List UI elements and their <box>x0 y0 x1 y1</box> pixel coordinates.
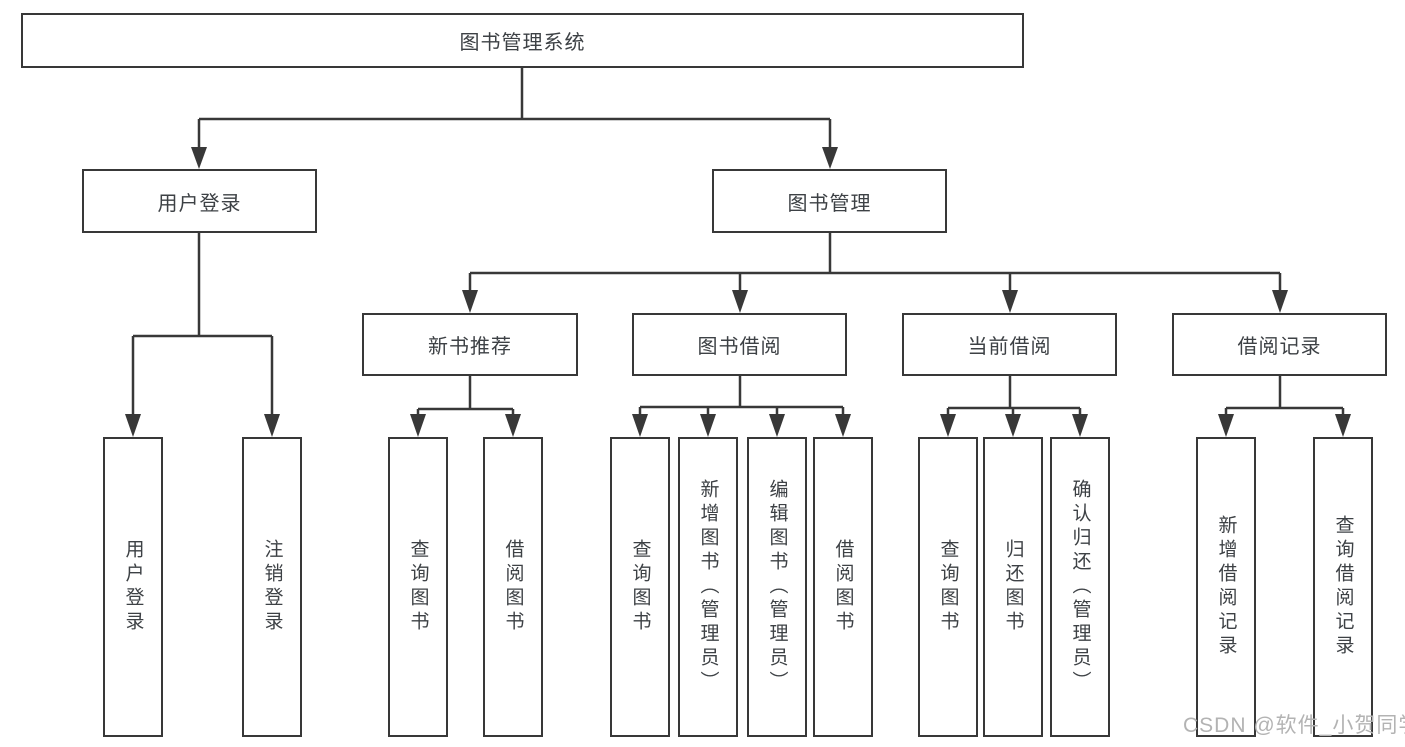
leaf-return-books: 归还图书 <box>983 437 1043 737</box>
node-label: 查询图书 <box>937 539 959 635</box>
node-label: 归还图书 <box>1002 539 1024 635</box>
node-label: 新书推荐 <box>428 336 512 358</box>
node-user-login-group: 用户登录 <box>82 169 317 233</box>
node-label: 查询图书 <box>407 539 429 635</box>
node-label: 图书管理 <box>787 192 872 215</box>
node-label: 新增借阅记录 <box>1215 515 1237 659</box>
node-label: 图书借阅 <box>697 336 782 358</box>
node-label: 借阅图书 <box>502 539 524 635</box>
node-current-borrowing: 当前借阅 <box>902 313 1117 376</box>
leaf-add-books-admin: 新增图书（管理员） <box>678 437 738 737</box>
node-borrowing-records: 借阅记录 <box>1172 313 1387 376</box>
node-label: 注销登录 <box>261 539 283 635</box>
node-label: 新增图书（管理员） <box>697 479 719 695</box>
leaf-query-borrow-record: 查询借阅记录 <box>1313 437 1373 737</box>
leaf-edit-books-admin: 编辑图书（管理员） <box>747 437 807 737</box>
node-library-management-system: 图书管理系统 <box>21 13 1024 68</box>
arrowheads <box>125 147 1351 437</box>
leaf-query-books-3: 查询图书 <box>918 437 978 737</box>
node-label: 图书管理系统 <box>459 32 586 54</box>
node-new-book-recommendation: 新书推荐 <box>362 313 578 376</box>
node-label: 用户登录 <box>122 539 144 635</box>
leaf-query-books-2: 查询图书 <box>610 437 670 737</box>
node-label: 当前借阅 <box>967 336 1052 358</box>
csdn-watermark: CSDN @软件_小贺同学 <box>1183 714 1405 737</box>
leaf-query-books-1: 查询图书 <box>388 437 448 737</box>
node-label: 用户登录 <box>157 192 242 215</box>
node-label: 借阅记录 <box>1237 336 1322 358</box>
leaf-user-login: 用户登录 <box>103 437 163 737</box>
leaf-add-borrow-record: 新增借阅记录 <box>1196 437 1256 737</box>
leaf-borrow-books-1: 借阅图书 <box>483 437 543 737</box>
node-label: 编辑图书（管理员） <box>766 479 788 695</box>
node-label: 借阅图书 <box>832 539 854 635</box>
node-label: 查询借阅记录 <box>1332 515 1354 659</box>
node-label: 查询图书 <box>629 539 651 635</box>
node-book-borrowing: 图书借阅 <box>632 313 847 376</box>
leaf-logout: 注销登录 <box>242 437 302 737</box>
node-book-management: 图书管理 <box>712 169 947 233</box>
node-label: 确认归还（管理员） <box>1069 479 1091 695</box>
leaf-confirm-return-admin: 确认归还（管理员） <box>1050 437 1110 737</box>
leaf-borrow-books-2: 借阅图书 <box>813 437 873 737</box>
